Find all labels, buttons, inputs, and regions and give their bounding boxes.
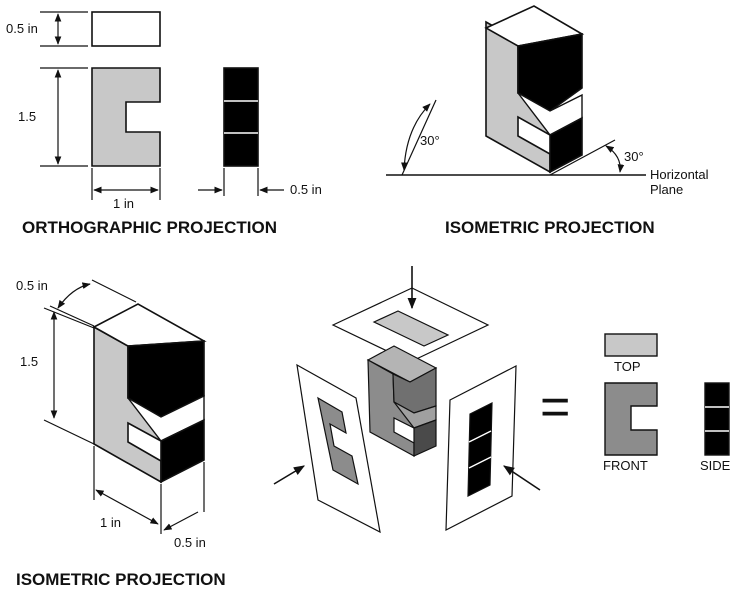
iso-ext-depth-2 — [91, 279, 137, 303]
iso-ext-height-1 — [43, 307, 95, 329]
ortho-dim-side-label: 0.5 in — [290, 182, 322, 197]
top-view-label: TOP — [614, 359, 641, 374]
result-top-view — [604, 333, 658, 357]
front-plane-image — [317, 396, 359, 486]
center-block-side-lower — [413, 419, 437, 457]
result-front-view — [604, 382, 658, 456]
plane-label-line2: Plane — [650, 182, 683, 197]
iso-bottom-title: ISOMETRIC PROJECTION — [16, 570, 226, 589]
iso-dim-width-label: 1 in — [100, 515, 121, 530]
result-side-view — [704, 382, 730, 456]
plane-label-line1: Horizontal — [650, 167, 709, 182]
iso-dim-side-label: 0.5 in — [174, 535, 206, 550]
angle-left-label: 30° — [420, 133, 440, 148]
front-view-arrow — [273, 465, 305, 485]
iso-dim-height-label: 1.5 — [20, 354, 38, 369]
side-plane-image — [467, 402, 493, 497]
side-view-arrow — [503, 465, 541, 491]
side-plane-divider-2 — [468, 456, 492, 469]
front-view-label: FRONT — [603, 458, 648, 473]
iso-top-block-side-lower — [549, 116, 583, 174]
ortho-top-view — [91, 11, 161, 47]
angle-right-arc — [605, 145, 625, 173]
ortho-dim-top-label: 0.5 in — [6, 21, 38, 36]
angle-right-guide — [549, 139, 616, 176]
side-plane-divider-1 — [468, 430, 492, 443]
orthographic-projection-panel: 0.5 in 1.5 1 in 0.5 in ORTHOGRAPHIC PROJ… — [6, 11, 322, 237]
resulting-views-panel: = TOP FRONT SIDE — [540, 333, 731, 473]
equals-sign: = — [540, 378, 570, 436]
iso-dim-side-arrow — [163, 511, 199, 531]
ortho-title: ORTHOGRAPHIC PROJECTION — [22, 218, 277, 237]
top-plane-image — [372, 310, 450, 347]
ortho-front-view — [91, 67, 161, 167]
ortho-side-view — [223, 67, 259, 167]
iso-bottom-block-side-lower — [160, 418, 205, 484]
center-block-inner — [393, 401, 437, 429]
iso-top-block-side — [517, 33, 583, 112]
iso-dim-depth-label: 0.5 in — [16, 278, 48, 293]
ortho-dim-width-label: 1 in — [113, 196, 134, 211]
iso-top-title: ISOMETRIC PROJECTION — [445, 218, 655, 237]
angle-right-label: 30° — [624, 149, 644, 164]
ortho-dim-height-label: 1.5 — [18, 109, 36, 124]
isometric-top-panel: 30° 30° Horizontal Plane ISOMETRIC PROJE… — [386, 5, 709, 237]
iso-dim-width-arrow — [95, 489, 159, 525]
side-view-label: SIDE — [700, 458, 731, 473]
iso-top-block-inner — [517, 92, 583, 136]
iso-bottom-block-inner — [127, 394, 205, 442]
iso-ext-depth-1 — [49, 305, 95, 327]
iso-dim-depth-arrow — [57, 282, 91, 309]
projection-planes-panel — [273, 266, 541, 534]
iso-ext-height-2 — [43, 419, 95, 445]
isometric-bottom-panel: 0.5 in 1.5 1 in 0.5 in ISOMETRIC PROJECT… — [16, 278, 226, 589]
angle-left-arc — [401, 103, 431, 171]
